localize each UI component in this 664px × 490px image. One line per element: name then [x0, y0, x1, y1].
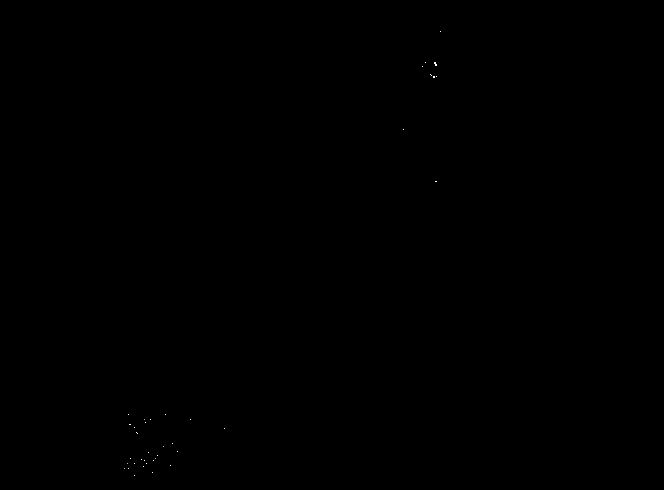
- star-point: [134, 475, 135, 476]
- star-point: [124, 468, 125, 469]
- star-point: [148, 452, 149, 453]
- star-point: [177, 451, 178, 452]
- star-point: [143, 466, 144, 467]
- star-point: [155, 458, 156, 459]
- star-point: [144, 460, 145, 461]
- star-point: [153, 460, 154, 461]
- star-point: [422, 66, 423, 67]
- star-point: [165, 414, 166, 415]
- star-point: [134, 427, 135, 428]
- star-point: [137, 433, 138, 434]
- star-point: [134, 463, 135, 464]
- star-point: [128, 468, 129, 469]
- star-point: [163, 446, 164, 447]
- star-point: [425, 62, 426, 63]
- star-point: [136, 432, 137, 433]
- star-point: [433, 76, 435, 78]
- star-point: [224, 428, 225, 429]
- star-point: [130, 458, 131, 459]
- star-point: [190, 419, 191, 420]
- star-point: [435, 181, 437, 182]
- star-point: [129, 424, 131, 425]
- star-point: [170, 465, 171, 466]
- star-point: [434, 62, 436, 64]
- star-point: [141, 459, 142, 460]
- star-point: [440, 31, 441, 32]
- star-point: [145, 422, 146, 423]
- star-point: [403, 129, 404, 130]
- star-point: [144, 419, 145, 420]
- star-point: [435, 64, 437, 66]
- star-point: [127, 463, 128, 464]
- star-point: [157, 455, 158, 456]
- star-point: [431, 75, 432, 76]
- star-point: [128, 414, 129, 415]
- star-point: [150, 419, 151, 420]
- star-point: [430, 74, 431, 75]
- star-point: [436, 76, 437, 77]
- star-point: [146, 463, 147, 464]
- star-point: [172, 443, 173, 444]
- star-point: [152, 472, 153, 473]
